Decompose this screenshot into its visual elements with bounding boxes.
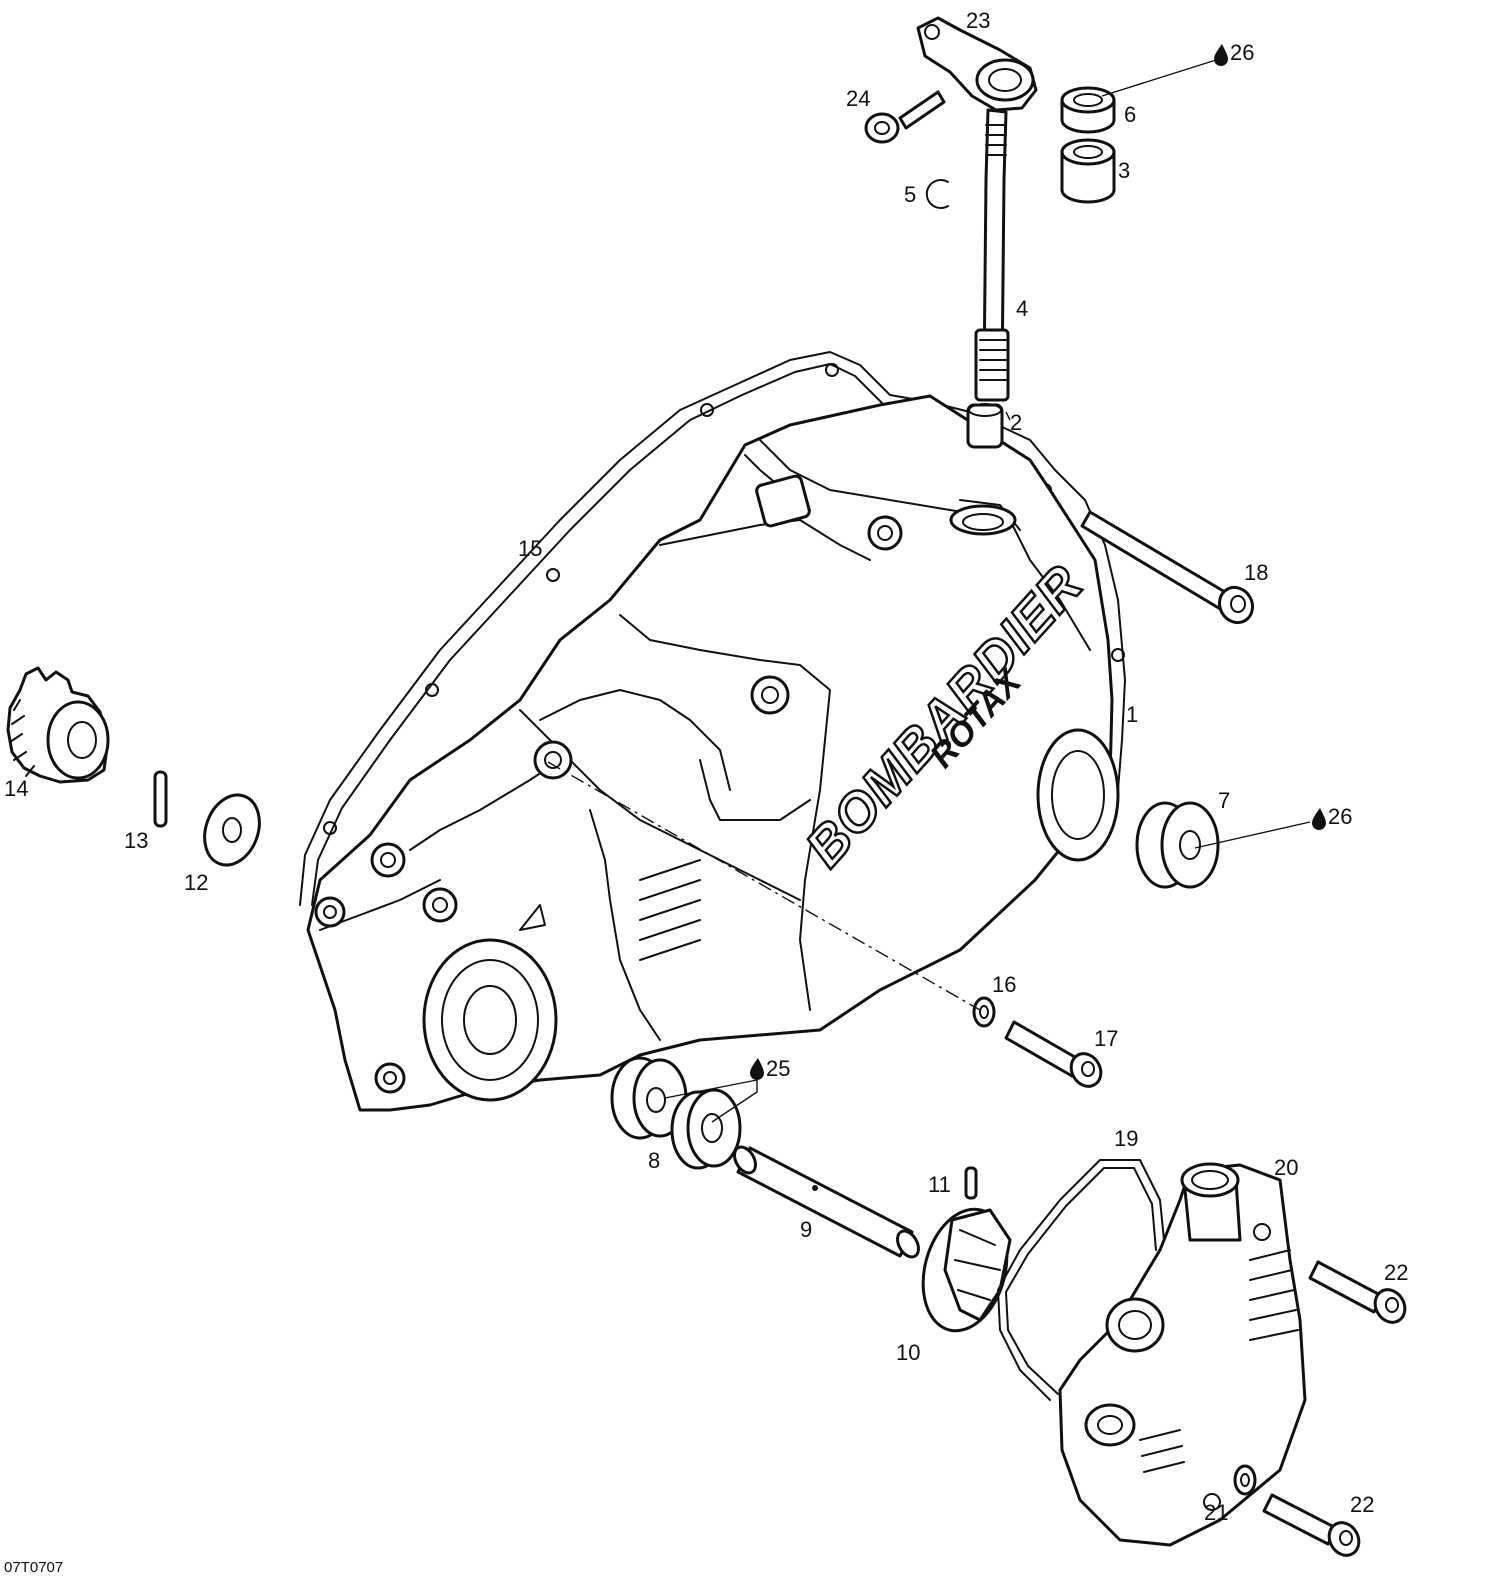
screw-part-22a [1308,1260,1407,1324]
bearing-part-3 [1060,138,1116,204]
callout-22a: 22 [1384,1260,1408,1285]
pin-part-11 [964,1166,978,1200]
assembly-axis-line [547,761,981,1011]
callout-3: 3 [1118,158,1130,183]
callout-26b: 26 [1328,804,1352,829]
lubricant-drop-icon [750,1058,764,1080]
shaft-part-4 [974,108,1010,402]
screw-part-18 [1080,510,1255,625]
callout-9: 9 [800,1217,812,1242]
drawing-code: 07T0707 [4,1559,63,1576]
gear-part-14 [6,666,110,784]
seal-part-6 [1060,86,1116,134]
callout-17: 17 [1094,1026,1118,1051]
callout-15: 15 [518,536,542,561]
callout-4: 4 [1016,296,1028,321]
callout-22b: 22 [1350,1492,1374,1517]
screw-part-17 [1004,1020,1103,1088]
callout-1: 1 [1126,702,1138,727]
washer-part-12 [203,793,261,867]
callout-21: 21 [1204,1500,1228,1525]
callout-5: 5 [904,182,916,207]
callout-8: 8 [648,1148,660,1173]
callout-16: 16 [992,972,1016,997]
callout-25: 25 [766,1056,790,1081]
callout-11: 11 [928,1172,951,1197]
callout-7: 7 [1218,788,1230,813]
circlip-part-5 [925,179,949,209]
o-ring-part-16 [972,996,996,1028]
callout-2: 2 [1010,410,1022,435]
seal-part-7 [1135,801,1220,889]
callout-13: 13 [124,828,148,853]
callout-24: 24 [846,86,870,111]
callout-12: 12 [184,870,208,895]
screw-part-24 [864,90,946,144]
screw-part-22b [1262,1493,1361,1557]
lever-part-23 [916,16,1038,112]
cover-part-1: BOMBARDIER ROTAX [306,394,1120,1112]
pump-gasket-part-19 [997,1159,1166,1401]
washer-part-21 [1233,1464,1257,1496]
callout-10: 10 [896,1340,920,1365]
pump-housing-part-20 [1058,1162,1307,1547]
callout-20: 20 [1274,1155,1298,1180]
callout-14: 14 [4,776,28,801]
callout-6: 6 [1124,102,1136,127]
lubricant-drop-icon [1312,808,1326,830]
callout-labels: 1 2 3 4 5 6 7 8 9 10 11 12 13 14 15 16 1… [4,8,1408,1525]
lubricant-drop-icon [1214,44,1228,66]
impeller-part-10 [921,1207,1012,1333]
callout-18: 18 [1244,560,1268,585]
callout-26a: 26 [1230,40,1254,65]
bearing-part-8b [670,1088,742,1170]
leader-lines [664,59,1311,1123]
callout-19: 19 [1114,1126,1138,1151]
gasket-part-15 [299,351,1126,906]
pump-shaft-part-9 [733,1145,920,1259]
callout-23: 23 [966,8,990,33]
bushing-part-2 [966,403,1004,449]
pin-part-13 [153,770,168,828]
